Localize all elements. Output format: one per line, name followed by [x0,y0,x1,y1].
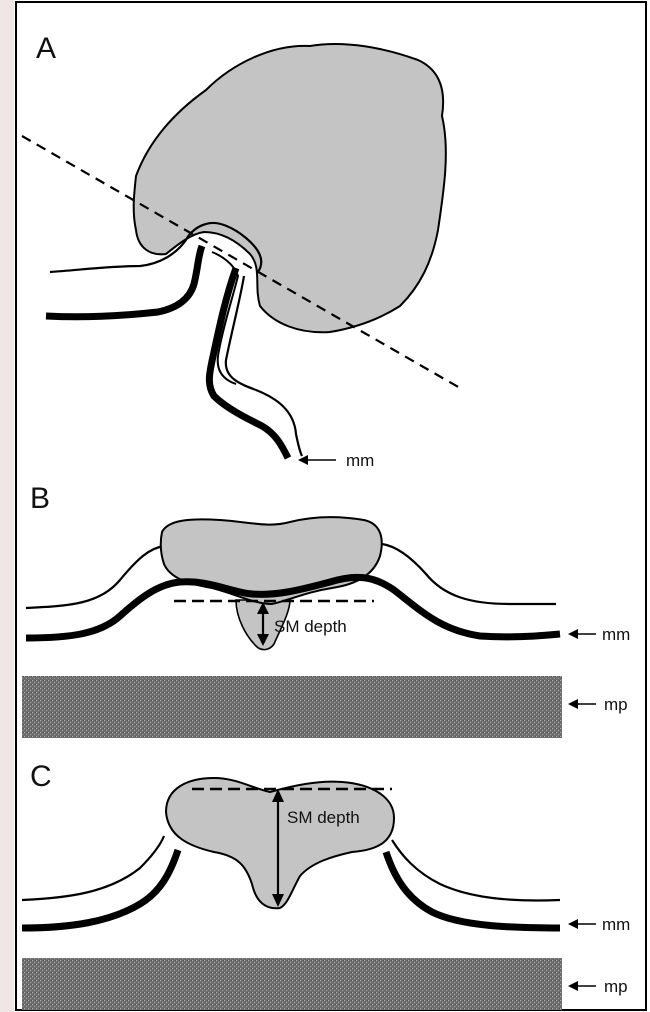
panel-b-mp-arrowhead-icon [568,699,578,709]
panel-a-mm-arrowhead-icon [298,455,308,465]
panel-b: B SM depth mm mp [22,482,630,738]
panel-c-mp-label: mp [604,977,628,996]
panel-b-mp-label: mp [604,695,628,714]
panel-b-depth-label: SM depth [274,617,347,636]
panel-c-depth-label: SM depth [287,808,360,827]
panel-b-muscularis-propria [22,676,562,738]
panel-a-mm-label: mm [346,451,374,470]
panel-a-muscularis-mucosae-left [46,246,202,317]
panel-b-letter: B [30,482,50,515]
panel-b-mm-arrowhead-icon [568,629,578,639]
panel-c-muscularis-propria [22,958,562,1010]
panel-c-mp-arrowhead-icon [568,981,578,991]
panel-c: C SM depth mm mp [22,760,630,1010]
panel-b-mm-label: mm [602,625,630,644]
panel-c-mucosa-thin-left [22,836,164,900]
left-edge-tint [0,0,14,1012]
panel-c-letter: C [30,760,52,793]
panel-c-mm-label: mm [602,915,630,934]
panel-a-letter: A [36,32,56,65]
panel-a: A mm [22,32,460,470]
panel-c-mm-arrowhead-icon [568,919,578,929]
panel-c-mucosa-thin-right [392,840,560,900]
